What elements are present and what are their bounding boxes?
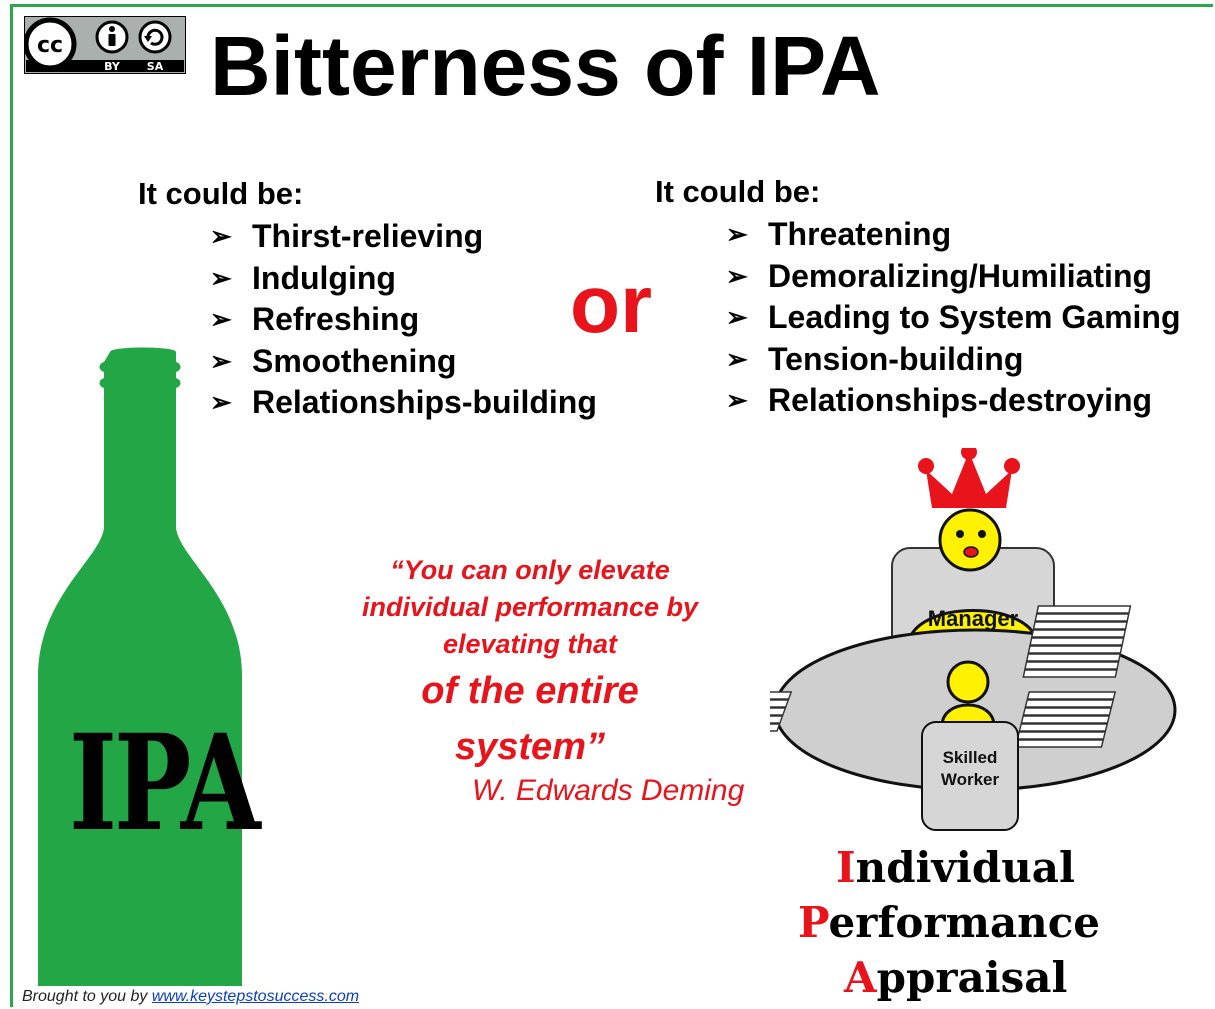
acronym-line: Individual — [836, 843, 1075, 892]
acronym-line: Performance — [798, 898, 1101, 947]
manager-head — [938, 508, 1002, 572]
or-separator: or — [570, 259, 652, 350]
worker-head — [946, 660, 990, 704]
quote-line: elevating that — [442, 629, 618, 659]
list-item: ➢Relationships-destroying — [726, 380, 1181, 422]
cc-logo-icon: cc — [24, 17, 77, 71]
appraisal-scene: Manager Skilled Worker — [770, 448, 1177, 831]
list-item: ➢Tension-building — [726, 339, 1181, 381]
arrow-bullet-icon: ➢ — [726, 385, 748, 415]
quote-author: W. Edwards Deming — [472, 774, 745, 807]
website-link[interactable]: www.keystepstosuccess.com — [151, 988, 360, 1005]
worker-label-line1: Skilled — [943, 748, 998, 767]
attribution-person-icon — [95, 20, 129, 54]
right-list: ➢Threatening ➢Demoralizing/Humiliating ➢… — [726, 214, 1181, 422]
share-alike-icon — [138, 20, 172, 54]
svg-text:BY: BY — [104, 60, 121, 73]
quote-line: individual performance by — [361, 592, 699, 622]
list-item: ➢Threatening — [726, 214, 1181, 256]
cc-by-sa-badge: cc BY SA — [24, 16, 186, 74]
manager-label: Manager — [928, 606, 1019, 631]
left-heading: It could be: — [138, 176, 304, 211]
arrow-bullet-icon: ➢ — [210, 304, 232, 334]
bottle-illustration — [38, 347, 242, 986]
list-item: ➢Leading to System Gaming — [726, 297, 1181, 339]
worker-chair — [921, 721, 1019, 831]
right-heading: It could be: — [655, 174, 821, 209]
quote-line: system” — [455, 726, 605, 768]
deming-quote: “You can only elevate individual perform… — [330, 552, 730, 775]
quote-line: of the entire — [421, 670, 639, 712]
list-item: ➢Relationships-building — [210, 382, 597, 424]
paper-stack-right-top — [1022, 605, 1132, 678]
acronym-line: Appraisal — [844, 953, 1068, 1002]
arrow-bullet-icon: ➢ — [726, 302, 748, 332]
arrow-bullet-icon: ➢ — [210, 262, 232, 293]
list-item: ➢Demoralizing/Humiliating — [726, 256, 1181, 298]
page-title: Bitterness of IPA — [210, 19, 881, 113]
arrow-bullet-icon: ➢ — [726, 260, 748, 291]
svg-text:SA: SA — [147, 60, 164, 73]
list-item: ➢Refreshing — [210, 299, 597, 341]
arrow-bullet-icon: ➢ — [726, 343, 748, 374]
footer-credit: Brought to you by www.keystepstosuccess.… — [22, 988, 360, 1005]
bottle-label: IPA — [68, 706, 261, 861]
paper-stack-left — [770, 691, 793, 732]
crown-icon — [918, 448, 1020, 508]
arrow-bullet-icon: ➢ — [726, 219, 748, 249]
list-item: ➢Thirst-relieving — [210, 216, 597, 258]
acronym-block: Individual Performance Appraisal — [790, 840, 1100, 1005]
paper-stack-right-bottom — [1014, 691, 1117, 748]
quote-line: “You can only elevate — [390, 555, 670, 585]
svg-text:cc: cc — [37, 33, 63, 58]
worker-label-line2: Worker — [941, 770, 1000, 789]
list-item: ➢Indulging — [210, 258, 597, 300]
bottle-body — [38, 347, 242, 986]
page-frame — [10, 4, 1213, 1007]
list-item: ➢Smoothening — [210, 341, 597, 383]
arrow-bullet-icon: ➢ — [210, 221, 232, 251]
arrow-bullet-icon: ➢ — [210, 387, 232, 417]
left-list: ➢Thirst-relieving ➢Indulging ➢Refreshing… — [210, 216, 597, 424]
arrow-bullet-icon: ➢ — [210, 345, 232, 376]
